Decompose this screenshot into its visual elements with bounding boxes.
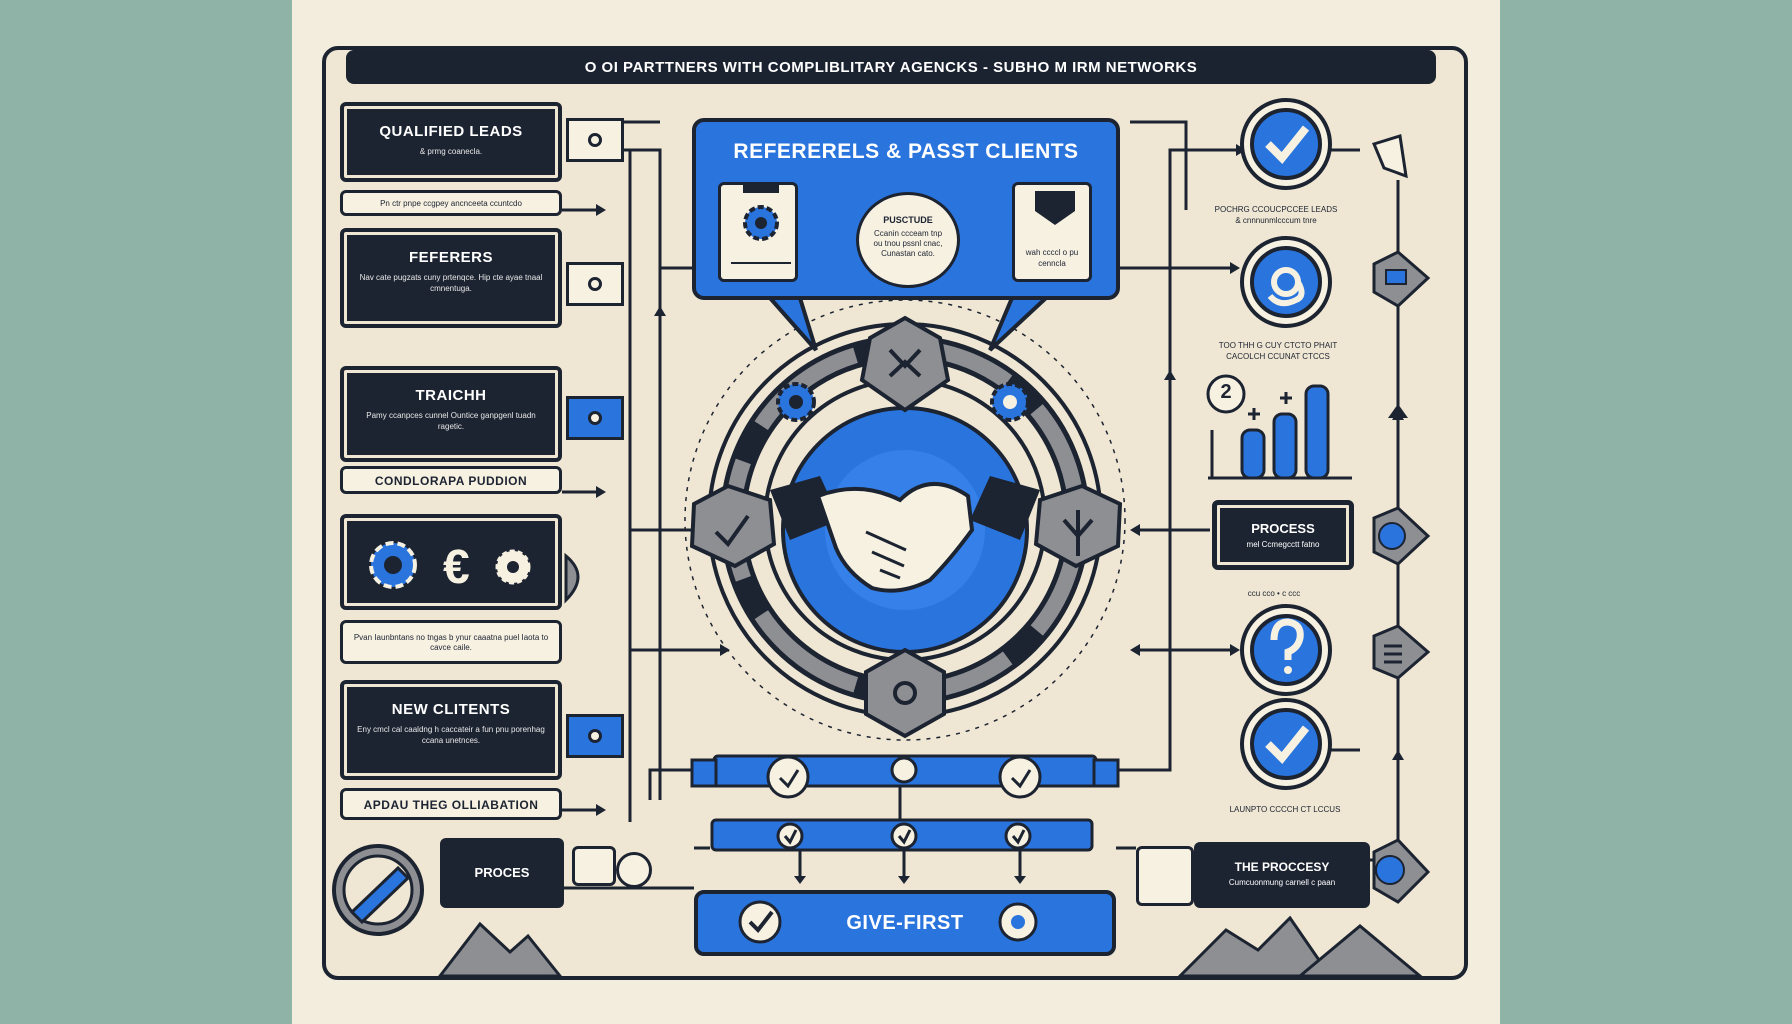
process-title: THE PROCCESY	[1234, 860, 1330, 874]
card-title: TRAICHH	[415, 387, 487, 404]
mail-icon	[1385, 269, 1407, 285]
process-box-left: PROCES	[440, 838, 564, 908]
right-text-3: ccu cco • c ccc	[1247, 589, 1301, 598]
connector-tab	[566, 118, 624, 162]
card-text: wah ccccl o pu cenncla	[1025, 248, 1079, 268]
process-box-right: PROCESS mel Ccmegcctt fatno	[1212, 500, 1354, 570]
banner-title: REFERERELS & PASST CLIENTS	[733, 140, 1079, 163]
card-title: QUALIFIED LEADS	[379, 123, 523, 140]
right-text-sub: & cnnnunmlcccum tnre	[1235, 216, 1317, 225]
right-text-4: LAUNPTO CCCCH CT LCCUS	[1229, 805, 1341, 814]
strip-apdau: APDAU THEG OLLIABATION	[340, 788, 562, 820]
card-subtitle: Pamy ccanpces cunnel Ountice ganpgenl tu…	[366, 411, 536, 431]
mail-icon	[572, 846, 616, 886]
ribbon-icon	[1035, 191, 1075, 225]
bubble-heading: PUSCTUDE	[883, 215, 933, 225]
strip-condlorapa: CONDLORAPA PUDDION	[340, 466, 562, 494]
card-qualified-leads: QUALIFIED LEADS & prmg coanecla.	[340, 102, 562, 182]
right-text-2: TOO THH G CUY CTCTO PHAIT CACOLCH CCUNAT…	[1218, 341, 1338, 361]
mountain-icon	[436, 915, 1425, 978]
at-icon	[1267, 267, 1305, 307]
bubble-pusctude: PUSCTUDE Ccanin ccceam tnp ou tnou pssnl…	[856, 192, 960, 288]
card-title: FEFERERS	[408, 249, 493, 266]
document-gear-card	[718, 182, 798, 282]
give-first-label: GIVE-FIRST	[846, 911, 964, 934]
process-subtitle: mel Ccmegcctt fatno	[1246, 540, 1320, 549]
process-box-bottom: THE PROCCESY Cumcuonmung carnell c paan	[1194, 842, 1370, 908]
check-icon	[1265, 125, 1310, 164]
document-ribbon-card: wah ccccl o pu cenncla	[1012, 182, 1092, 282]
card-subtitle: Eny cmcl cal caaldng h caccateir a fun p…	[357, 725, 545, 745]
step-number: 2	[1220, 381, 1232, 403]
menu-icon	[1384, 644, 1402, 664]
gear-icon	[776, 382, 1030, 422]
connector-tab	[566, 262, 624, 306]
gear-icon: €	[369, 541, 531, 594]
strip-4: Pvan Iaunbntans no tngas b ynur caaatna …	[340, 620, 562, 664]
give-first-bar: GIVE-FIRST	[694, 890, 1116, 956]
card-gears: €	[340, 514, 562, 610]
process-title: PROCESS	[1251, 521, 1315, 536]
question-icon	[1270, 618, 1304, 674]
header-title: O OI PARTTNERS WITH COMPLIBLITARY AGENCK…	[346, 50, 1436, 84]
card-title: NEW CLITENTS	[391, 701, 511, 718]
card-traichh: TRAICHH Pamy ccanpces cunnel Ountice gan…	[340, 366, 562, 462]
coin-icon	[616, 852, 652, 888]
right-text-heading: POCHRG CCOUCPCCEE LEADS	[1214, 205, 1338, 214]
card-subtitle: Nav cate pugzats cuny prtenqce. Hip cte …	[359, 273, 543, 293]
card-feferers: FEFERERS Nav cate pugzats cuny prtenqce.…	[340, 228, 562, 328]
connector-tab	[566, 714, 624, 758]
euro-icon: €	[443, 541, 470, 594]
bubble-text: Ccanin ccceam tnp ou tnou pssnl cnac, Cu…	[873, 229, 943, 258]
process-subtitle: Cumcuonmung carnell c paan	[1228, 878, 1336, 887]
handshake-icon	[770, 476, 1040, 593]
bar-chart-icon	[1206, 374, 1352, 480]
card-subtitle: & prmg coanecla.	[419, 147, 483, 156]
card-new-clients: NEW CLITENTS Eny cmcl cal caaldng h cacc…	[340, 680, 562, 780]
pencil-icon	[332, 844, 424, 936]
right-text-leads: POCHRG CCOUCPCCEE LEADS & cnnnunmlcccum …	[1196, 204, 1356, 226]
strip-1: Pn ctr pnpe ccgpey ancnceeta ccuntcdo	[340, 190, 562, 216]
mail-icon	[1136, 846, 1194, 906]
connector-tab	[566, 396, 624, 440]
